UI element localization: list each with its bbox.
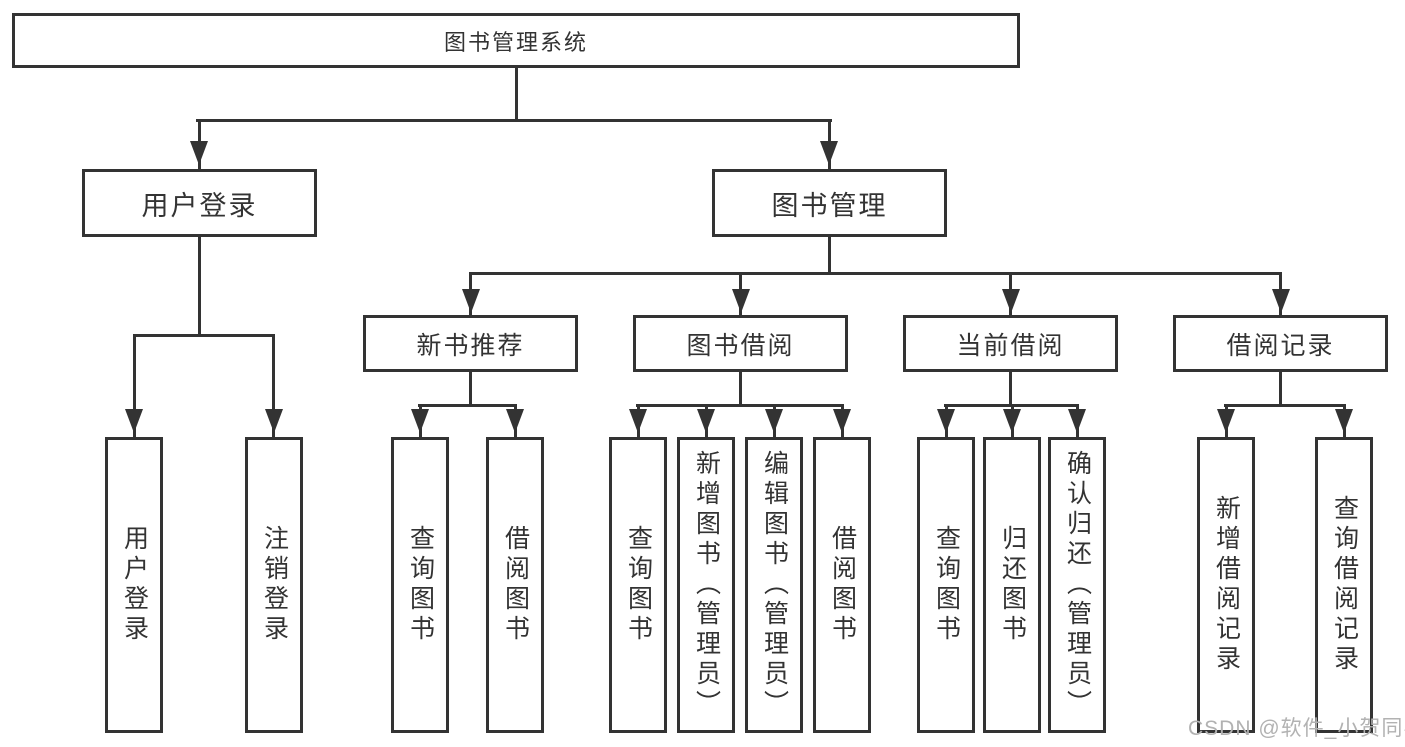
leaf-query-borrow-record: 查询借阅记录 xyxy=(1315,437,1373,733)
leaf-query-books-recommend: 查询图书 xyxy=(391,437,449,733)
arrow-down-icon xyxy=(732,289,750,313)
leaf-add-books-admin: 新增图书（管理员） xyxy=(677,437,735,733)
arrow-down-icon xyxy=(125,409,143,433)
arrow-down-icon xyxy=(937,409,955,433)
connector-line xyxy=(739,372,742,407)
leaf-label: 查询图书 xyxy=(406,525,435,645)
arrow-down-icon xyxy=(462,289,480,313)
leaf-label: 新增图书（管理员） xyxy=(692,450,721,720)
connector-line xyxy=(828,237,831,275)
leaf-user-login: 用户登录 xyxy=(105,437,163,733)
arrow-down-icon xyxy=(820,141,838,165)
arrow-down-icon xyxy=(265,409,283,433)
connector-line xyxy=(198,237,201,337)
leaf-borrow-books-recommend: 借阅图书 xyxy=(486,437,544,733)
leaf-confirm-return-admin: 确认归还（管理员） xyxy=(1048,437,1106,733)
leaf-label: 注销登录 xyxy=(260,525,289,645)
connector-line xyxy=(272,334,275,437)
node-book-management: 图书管理 xyxy=(712,169,947,237)
connector-line xyxy=(196,119,832,122)
connector-line xyxy=(469,372,472,407)
arrow-down-icon xyxy=(1003,409,1021,433)
node-user-login: 用户登录 xyxy=(82,169,317,237)
connector-line xyxy=(133,334,275,337)
connector-line xyxy=(418,404,517,407)
arrow-down-icon xyxy=(1002,289,1020,313)
leaf-label: 确认归还（管理员） xyxy=(1063,450,1092,720)
leaf-logout: 注销登录 xyxy=(245,437,303,733)
connector-line xyxy=(469,272,1282,275)
leaf-label: 归还图书 xyxy=(998,525,1027,645)
node-new-book-recommendation: 新书推荐 xyxy=(363,315,578,372)
connector-line xyxy=(1009,372,1012,407)
leaf-label: 借阅图书 xyxy=(501,525,530,645)
arrow-down-icon xyxy=(833,409,851,433)
arrow-down-icon xyxy=(1217,409,1235,433)
leaf-label: 查询图书 xyxy=(932,525,961,645)
leaf-label: 借阅图书 xyxy=(828,525,857,645)
leaf-borrow-books: 借阅图书 xyxy=(813,437,871,733)
node-book-borrowing: 图书借阅 xyxy=(633,315,848,372)
leaf-label: 新增借阅记录 xyxy=(1212,495,1241,675)
watermark: CSDN @软件_小贺同学 xyxy=(1188,717,1405,740)
connector-line xyxy=(1224,404,1346,407)
leaf-return-books: 归还图书 xyxy=(983,437,1041,733)
arrow-down-icon xyxy=(1272,289,1290,313)
connector-line xyxy=(1279,372,1282,407)
node-library-management-system: 图书管理系统 xyxy=(12,13,1020,68)
connector-line xyxy=(133,334,136,437)
arrow-down-icon xyxy=(411,409,429,433)
node-current-borrowing: 当前借阅 xyxy=(903,315,1118,372)
arrow-down-icon xyxy=(1335,409,1353,433)
leaf-label: 用户登录 xyxy=(120,525,149,645)
arrow-down-icon xyxy=(190,141,208,165)
leaf-add-borrow-record: 新增借阅记录 xyxy=(1197,437,1255,733)
arrow-down-icon xyxy=(506,409,524,433)
connector-line xyxy=(515,68,518,122)
arrow-down-icon xyxy=(765,409,783,433)
leaf-label: 查询图书 xyxy=(624,525,653,645)
connector-line xyxy=(636,404,844,407)
leaf-edit-books-admin: 编辑图书（管理员） xyxy=(745,437,803,733)
leaf-label: 编辑图书（管理员） xyxy=(760,450,789,720)
node-borrowing-records: 借阅记录 xyxy=(1173,315,1388,372)
arrow-down-icon xyxy=(697,409,715,433)
arrow-down-icon xyxy=(1068,409,1086,433)
leaf-query-books-current: 查询图书 xyxy=(917,437,975,733)
leaf-label: 查询借阅记录 xyxy=(1330,495,1359,675)
arrow-down-icon xyxy=(629,409,647,433)
leaf-query-books-borrow: 查询图书 xyxy=(609,437,667,733)
